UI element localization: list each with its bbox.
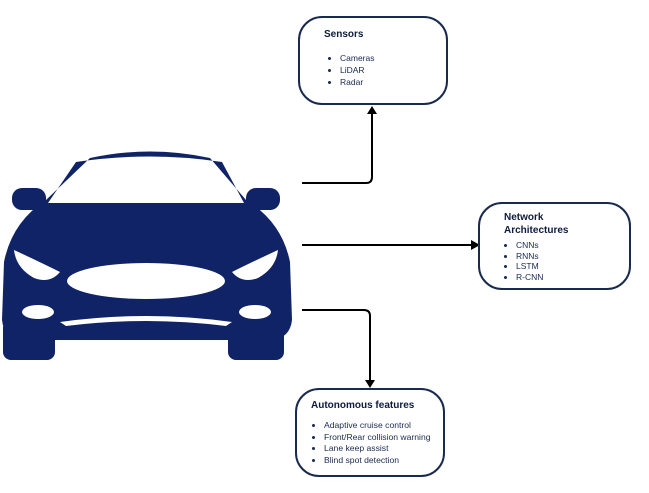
network-title: Network Architectures xyxy=(504,211,619,237)
right-fog-light xyxy=(239,305,271,319)
sensors-list: Cameras LiDAR Radar xyxy=(324,52,434,88)
connector-autonomous xyxy=(302,309,371,380)
sensors-box: Sensors Cameras LiDAR Radar xyxy=(298,16,448,105)
list-item: Lane keep assist xyxy=(324,443,435,455)
sensors-title: Sensors xyxy=(324,29,364,40)
bumper-strip xyxy=(60,316,232,326)
right-headlight xyxy=(232,250,278,280)
network-list: CNNs RNNs LSTM R-CNN xyxy=(504,240,619,282)
car-details xyxy=(14,250,278,326)
arrowhead-sensors xyxy=(367,106,377,114)
arrowhead-network xyxy=(471,240,480,250)
arrowhead-autonomous xyxy=(365,380,375,388)
network-architectures-box: Network Architectures CNNs RNNs LSTM R-C… xyxy=(478,202,631,290)
autonomous-features-box: Autonomous features Adaptive cruise cont… xyxy=(295,388,445,477)
list-item: Cameras xyxy=(340,52,434,64)
list-item: CNNs xyxy=(516,240,619,251)
list-item: LSTM xyxy=(516,261,619,272)
autonomous-title: Autonomous features xyxy=(311,400,415,411)
left-fog-light xyxy=(22,305,54,319)
grille xyxy=(67,263,225,299)
network-title-line2: Architectures xyxy=(504,225,569,236)
list-item: R-CNN xyxy=(516,272,619,283)
autonomous-list: Adaptive cruise control Front/Rear colli… xyxy=(311,420,435,466)
car-icon xyxy=(2,151,292,360)
list-item: Blind spot detection xyxy=(324,455,435,467)
network-title-line1: Network xyxy=(504,212,544,223)
list-item: LiDAR xyxy=(340,64,434,76)
connector-sensors xyxy=(302,114,373,184)
list-item: Front/Rear collision warning xyxy=(324,432,435,444)
list-item: Radar xyxy=(340,76,434,88)
list-item: Adaptive cruise control xyxy=(324,420,435,432)
left-headlight xyxy=(14,250,60,280)
list-item: RNNs xyxy=(516,251,619,262)
